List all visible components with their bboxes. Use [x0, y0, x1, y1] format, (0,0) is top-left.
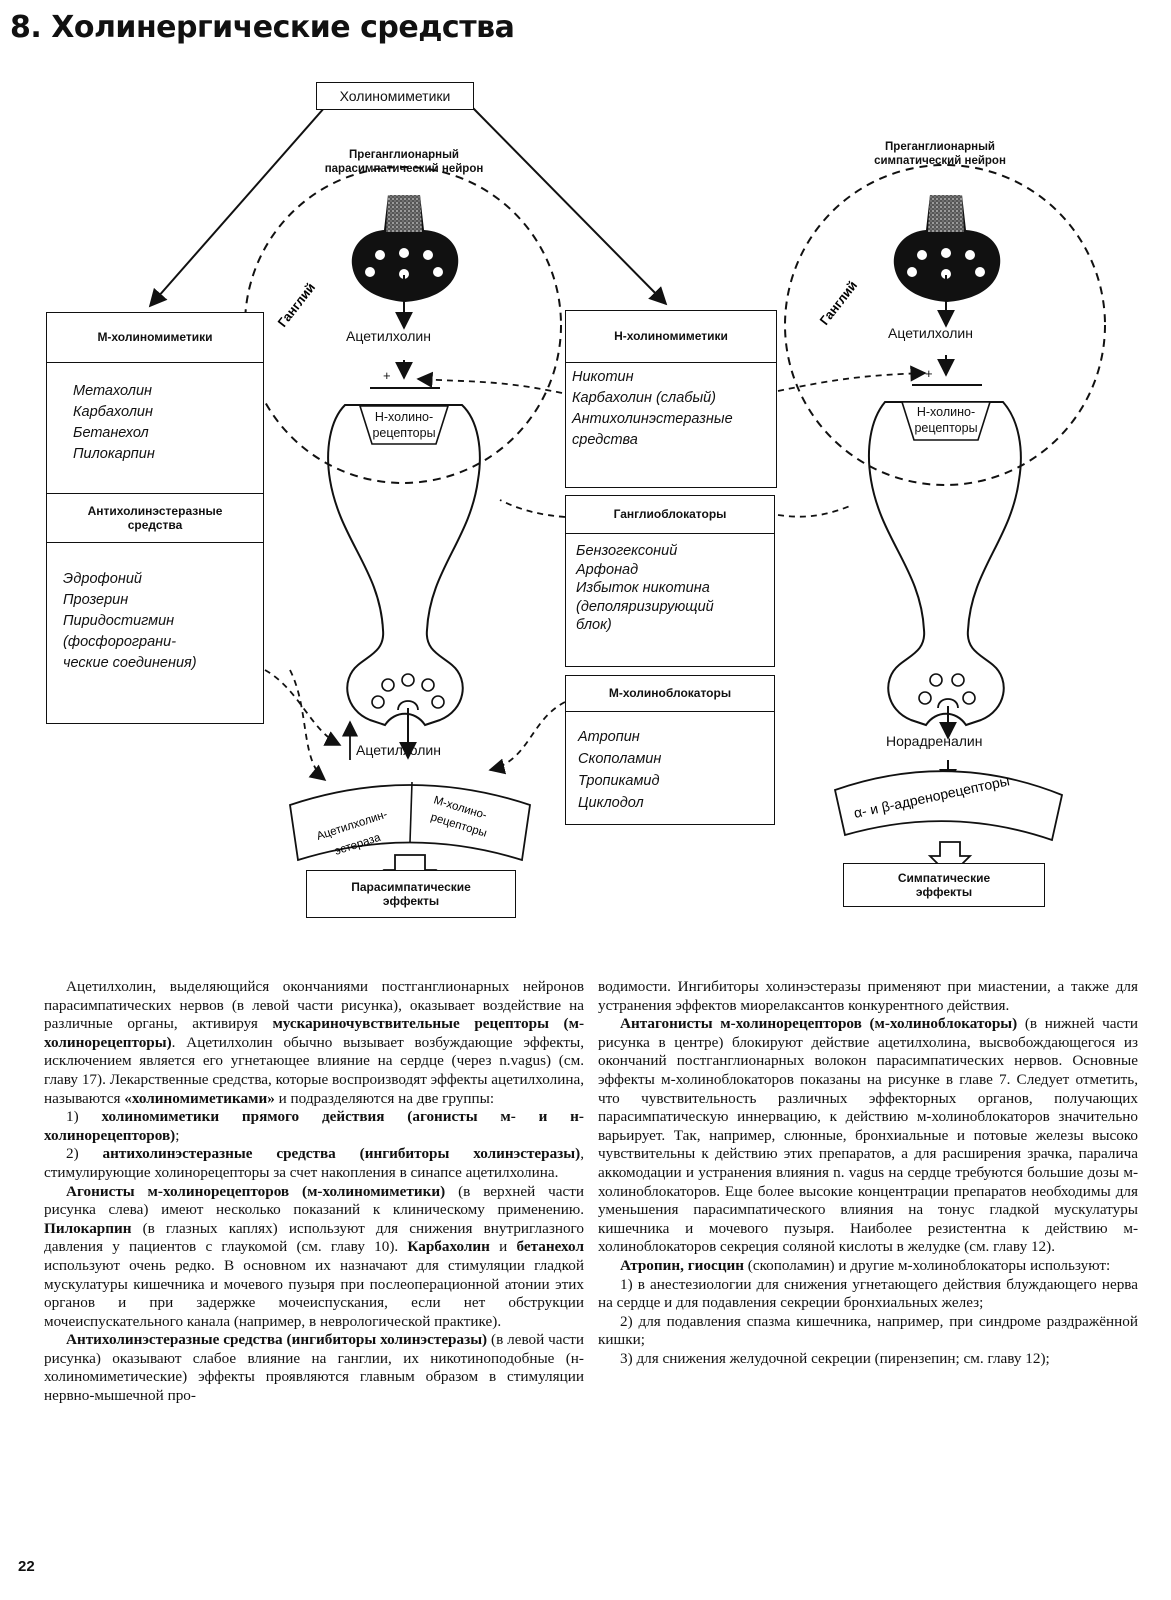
bold-term: Антихолинэстеразные средства (ингибиторы… [66, 1331, 488, 1349]
text-run: 2) для подавления спазма кишечника, напр… [598, 1312, 1138, 1349]
text-run: (скополамин) и другие м-холиноблокаторы … [743, 1256, 1111, 1274]
paragraph: Антихолинэстеразные средства (ингибиторы… [44, 1331, 584, 1405]
text-run: (в нижней части рисунка в центре) блокир… [598, 1015, 1138, 1256]
text-run: (в верхней части рисунка слева) имеют не… [44, 1182, 585, 1219]
n-receptor-label-symp: Н-холино-рецепторы [914, 405, 978, 435]
text-run: используют очень редко. В основном их на… [44, 1256, 584, 1330]
ganglion-label-para: Ганглий [275, 280, 319, 330]
noradrenaline-label: Норадреналин [886, 733, 983, 749]
paragraph: 2) для подавления спазма кишечника, напр… [598, 1313, 1138, 1350]
ganglion-label-symp: Ганглий [817, 278, 861, 328]
text-run: , стимулирующие холинорецепторы за счет … [44, 1145, 584, 1181]
n-receptor-symp [900, 401, 992, 441]
text-run: ; [175, 1126, 180, 1144]
bold-term: бетанехол [516, 1238, 584, 1256]
diagram-lines: Ганглий Ганглий Ацетилхолин- эстераза М-… [148, 106, 1106, 892]
cholinomimetics-box: Холиномиметики [316, 82, 474, 110]
ganglioblockers-head: Ганглиоблокаторы [566, 496, 774, 534]
bold-term: Карбахолин [407, 1238, 490, 1256]
bold-term: Агонисты м-холинорецепторов (м-холиномим… [66, 1182, 446, 1200]
arrow-to-n-mimetics [471, 106, 668, 306]
acetylcholine-label-para: Ацетилхолин [346, 328, 431, 344]
receptor-arc-symp [833, 770, 1064, 842]
text-run: Ацетилхолин, выделяющийся окончаниями по… [44, 978, 584, 1033]
arrow-to-m-mimetics [148, 106, 326, 308]
postganglionic-neuron-para [327, 404, 481, 727]
text-run: . Ацетилхолин обычно вызывает возбуждающ… [44, 1033, 584, 1107]
paragraph: 1) холиномиметики прямого действия (агон… [44, 1108, 584, 1145]
bold-term: Антагонисты м-холинорецепторов (м-холино… [620, 1015, 1018, 1033]
diagram: Ганглий Ганглий Ацетилхолин- эстераза М-… [0, 70, 1171, 950]
acetylcholine-release-label: Ацетилхолин [356, 742, 441, 758]
bold-term: мускариночувствительные рецепторы (м-хол… [44, 1015, 584, 1051]
text-run: и подразделяются на две группы: [274, 1089, 495, 1107]
bold-term: Пилокарпин [44, 1219, 132, 1237]
bold-term: «холиномиметиками» [124, 1089, 275, 1107]
text-run: (в глазных каплях) используют для снижен… [44, 1219, 584, 1256]
paragraph: Ацетилхолин, выделяющийся окончаниями по… [44, 978, 584, 1108]
paragraph: 3) для снижения желудочной секреции (пир… [598, 1350, 1138, 1369]
bold-term: Атропин, гиосцин [620, 1256, 744, 1274]
page-title: 8. Холинергические средства [10, 10, 515, 45]
acetylcholine-label-symp: Ацетилхолин [888, 325, 973, 341]
ganglion-circle-symp [784, 164, 1106, 486]
bold-term: холиномиметики прямого действия (агонист… [44, 1108, 584, 1144]
n-receptor-para [358, 405, 450, 445]
page-number: 22 [18, 1558, 35, 1575]
text-column-left: Ацетилхолин, выделяющийся окончаниями по… [44, 978, 584, 1406]
text-run: водимости. Ингибиторы холинэстеразы прим… [598, 978, 1138, 1014]
paragraph: 1) в анестезиологии для снижения угнетаю… [598, 1276, 1138, 1313]
text-run: и [489, 1238, 517, 1256]
text-run: 1) [66, 1108, 102, 1126]
paragraph: Антагонисты м-холинорецепторов (м-холино… [598, 1015, 1138, 1257]
text-run: 2) [66, 1145, 103, 1163]
paragraph: Атропин, гиосцин (скополамин) и другие м… [598, 1257, 1138, 1276]
text-column-right: водимости. Ингибиторы холинэстеразы прим… [598, 978, 1138, 1368]
n-mimetics-head: Н-холиномиметики [566, 311, 776, 363]
text-run: 1) в анестезиологии для снижения угнетаю… [598, 1275, 1138, 1312]
presynaptic-terminal-symp [893, 195, 1001, 302]
bold-term: антихолинэстеразные средства (ингибиторы… [102, 1145, 581, 1163]
m-blockers-head: М-холиноблокаторы [566, 676, 774, 712]
m-mimetics-head: М-холиномиметики [47, 313, 263, 363]
text-run: 3) для снижения желудочной секреции (пир… [620, 1349, 1050, 1367]
plus-sign-para: + [383, 368, 391, 383]
n-receptor-label-para: Н-холино-рецепторы [372, 410, 436, 440]
paragraph: Агонисты м-холинорецепторов (м-холиномим… [44, 1183, 584, 1332]
paragraph: водимости. Ингибиторы холинэстеразы прим… [598, 978, 1138, 1015]
plus-sign-symp: + [925, 366, 933, 381]
postganglionic-neuron-symp [867, 401, 1022, 727]
paragraph: 2) антихолинэстеразные средства (ингибит… [44, 1145, 584, 1182]
presynaptic-terminal-para [351, 195, 459, 302]
text-run: (в левой части рисунка) оказывают слабое… [44, 1331, 584, 1405]
